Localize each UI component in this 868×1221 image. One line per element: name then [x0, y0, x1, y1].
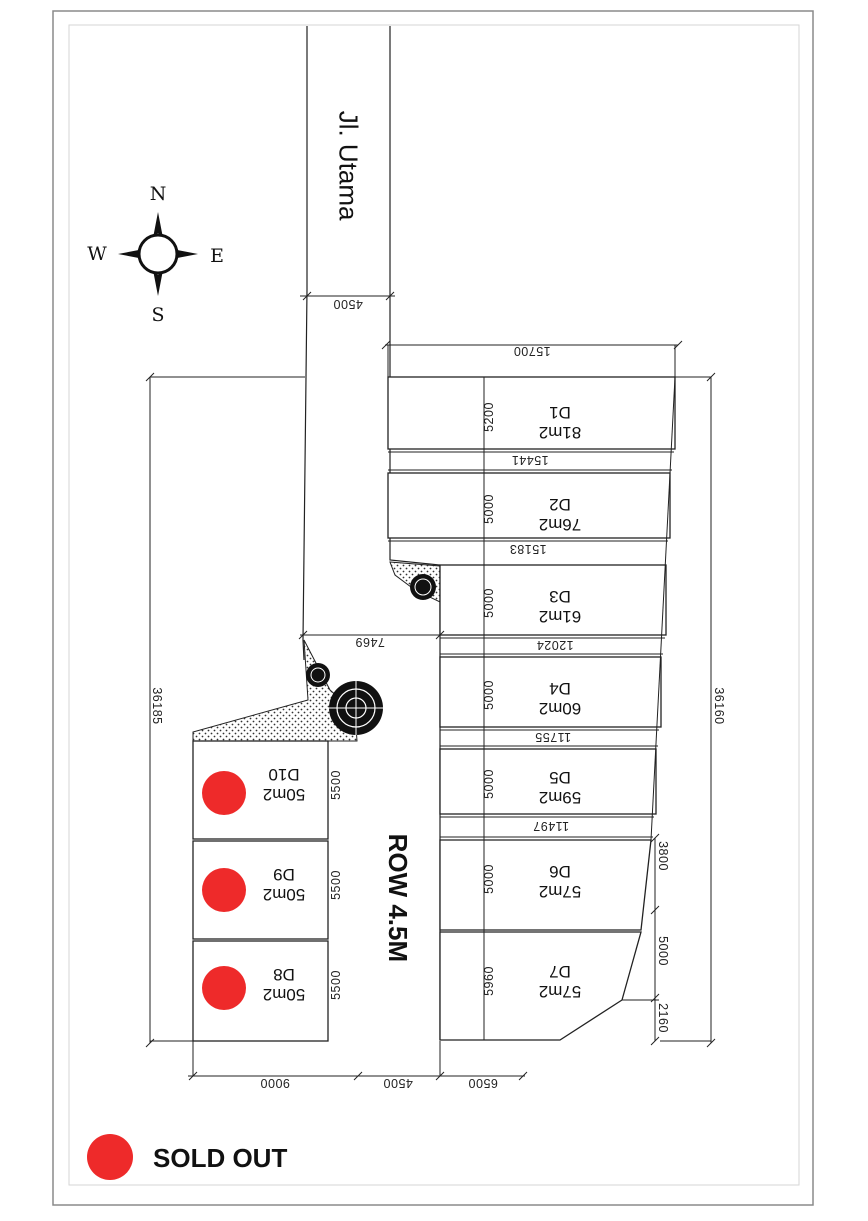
lot-label: D3	[549, 587, 571, 606]
legend-sold-dot	[87, 1134, 133, 1180]
dimension-text: 5000	[482, 864, 496, 894]
dimension-line	[145, 372, 305, 1048]
lot-d2[interactable]	[387, 472, 671, 539]
dimension-text: 15441	[511, 453, 548, 467]
lot-area: 57m2	[539, 982, 582, 1001]
lot-d7[interactable]	[439, 931, 642, 1041]
dimension-text: 5000	[482, 769, 496, 799]
dimension-text: 5200	[482, 402, 496, 432]
lot-label: D2	[549, 495, 571, 514]
dimension-line	[188, 1041, 528, 1081]
dimension-text: 15183	[509, 542, 546, 556]
dimension-text: 4500	[383, 1076, 413, 1090]
dimension-text: 36185	[150, 687, 164, 724]
lot-area: 50m2	[263, 785, 306, 804]
dimension-line	[381, 340, 683, 377]
lots-east	[387, 376, 676, 1041]
lot-area: 60m2	[539, 699, 582, 718]
dimension-text: 12024	[536, 638, 573, 652]
dimension-text: 3800	[656, 841, 670, 871]
row-label: ROW 4.5M	[383, 834, 413, 963]
dimension-text: 4500	[333, 297, 363, 311]
lot-label: D9	[273, 865, 295, 884]
tree-icon	[410, 574, 436, 600]
strip-lines	[388, 376, 676, 1040]
tree-icon	[306, 663, 330, 687]
dimension-text: 5500	[329, 770, 343, 800]
green-area-lower	[192, 639, 358, 742]
lot-d5[interactable]	[439, 748, 657, 815]
dimension-text: 11497	[533, 819, 569, 833]
lot-label: D5	[549, 768, 571, 787]
lot-area: 61m2	[539, 607, 582, 626]
lot-depth-dimensions: 5200 5000 5000 5000 5000 5000 5960 5500 …	[329, 402, 496, 1000]
lot-area: 59m2	[539, 788, 582, 807]
dimension-text: 5000	[482, 680, 496, 710]
dimension-text: 5000	[482, 494, 496, 524]
dimension-text: 15700	[513, 344, 550, 358]
sold-marker	[202, 868, 246, 912]
dimension-text: 2160	[656, 1003, 670, 1033]
lot-label: D10	[268, 765, 299, 784]
compass-north: N	[150, 183, 167, 205]
compass-east: E	[210, 245, 224, 267]
dimension-line	[298, 630, 445, 640]
lot-area: 50m2	[263, 985, 306, 1004]
compass-west: W	[87, 243, 107, 265]
lot-d3[interactable]	[439, 564, 667, 636]
dimension-line	[660, 372, 716, 1048]
compass-icon: N S W E	[87, 183, 224, 326]
lot-labels: D1 81m2 D2 76m2 D3 61m2 D4 60m2 D5 59m2 …	[263, 403, 582, 1004]
lot-label: D6	[549, 862, 571, 881]
tree-icon	[329, 681, 383, 735]
lot-area: 50m2	[263, 885, 306, 904]
lot-label: D4	[549, 679, 571, 698]
dimension-line	[300, 291, 395, 301]
dimension-text: 7469	[355, 635, 385, 649]
sold-marker	[202, 771, 246, 815]
dimension-line	[622, 833, 660, 1046]
lot-area: 76m2	[539, 515, 582, 534]
legend-label: SOLD OUT	[153, 1143, 287, 1173]
lot-label: D1	[549, 403, 571, 422]
sheet-border	[52, 10, 814, 1206]
dimension-text: 11755	[535, 730, 571, 744]
dimension-text: 5960	[482, 966, 496, 996]
lot-label: D7	[549, 962, 571, 981]
lot-d6[interactable]	[439, 839, 652, 931]
dimension-text: 9000	[260, 1076, 290, 1090]
sheet-inner-border	[68, 24, 800, 1186]
lot-label: D8	[273, 965, 295, 984]
dimension-text: 36160	[712, 687, 726, 724]
dimension-text: 5000	[656, 936, 670, 966]
dimension-text: 5000	[482, 588, 496, 618]
lot-width-dimensions: 15700 15441 15183 12024 11755 11497	[509, 344, 573, 833]
lot-area: 81m2	[539, 423, 582, 442]
dimension-text: 6500	[468, 1076, 498, 1090]
lot-d1[interactable]	[387, 376, 676, 450]
road-label: Jl. Utama	[333, 111, 363, 221]
dimension-text: 5500	[329, 870, 343, 900]
lot-d4[interactable]	[439, 656, 662, 728]
dimension-text: 5500	[329, 970, 343, 1000]
lot-area: 57m2	[539, 882, 582, 901]
sold-marker	[202, 966, 246, 1010]
compass-south: S	[151, 304, 164, 326]
